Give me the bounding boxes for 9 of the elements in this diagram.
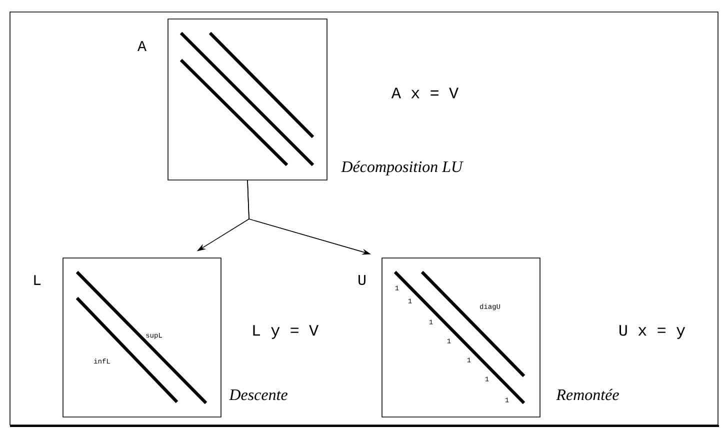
equation: A x = V bbox=[391, 88, 459, 98]
step-caption: Remontée bbox=[556, 388, 619, 400]
step-caption: Décomposition LU bbox=[341, 160, 464, 176]
equation: L y = V bbox=[253, 325, 319, 339]
matrix-label: L bbox=[34, 275, 41, 285]
step-caption: Descente bbox=[229, 390, 288, 400]
matrix-label: U bbox=[358, 275, 366, 286]
equation: U x = y bbox=[620, 325, 686, 339]
matrix-label: A bbox=[138, 41, 146, 51]
